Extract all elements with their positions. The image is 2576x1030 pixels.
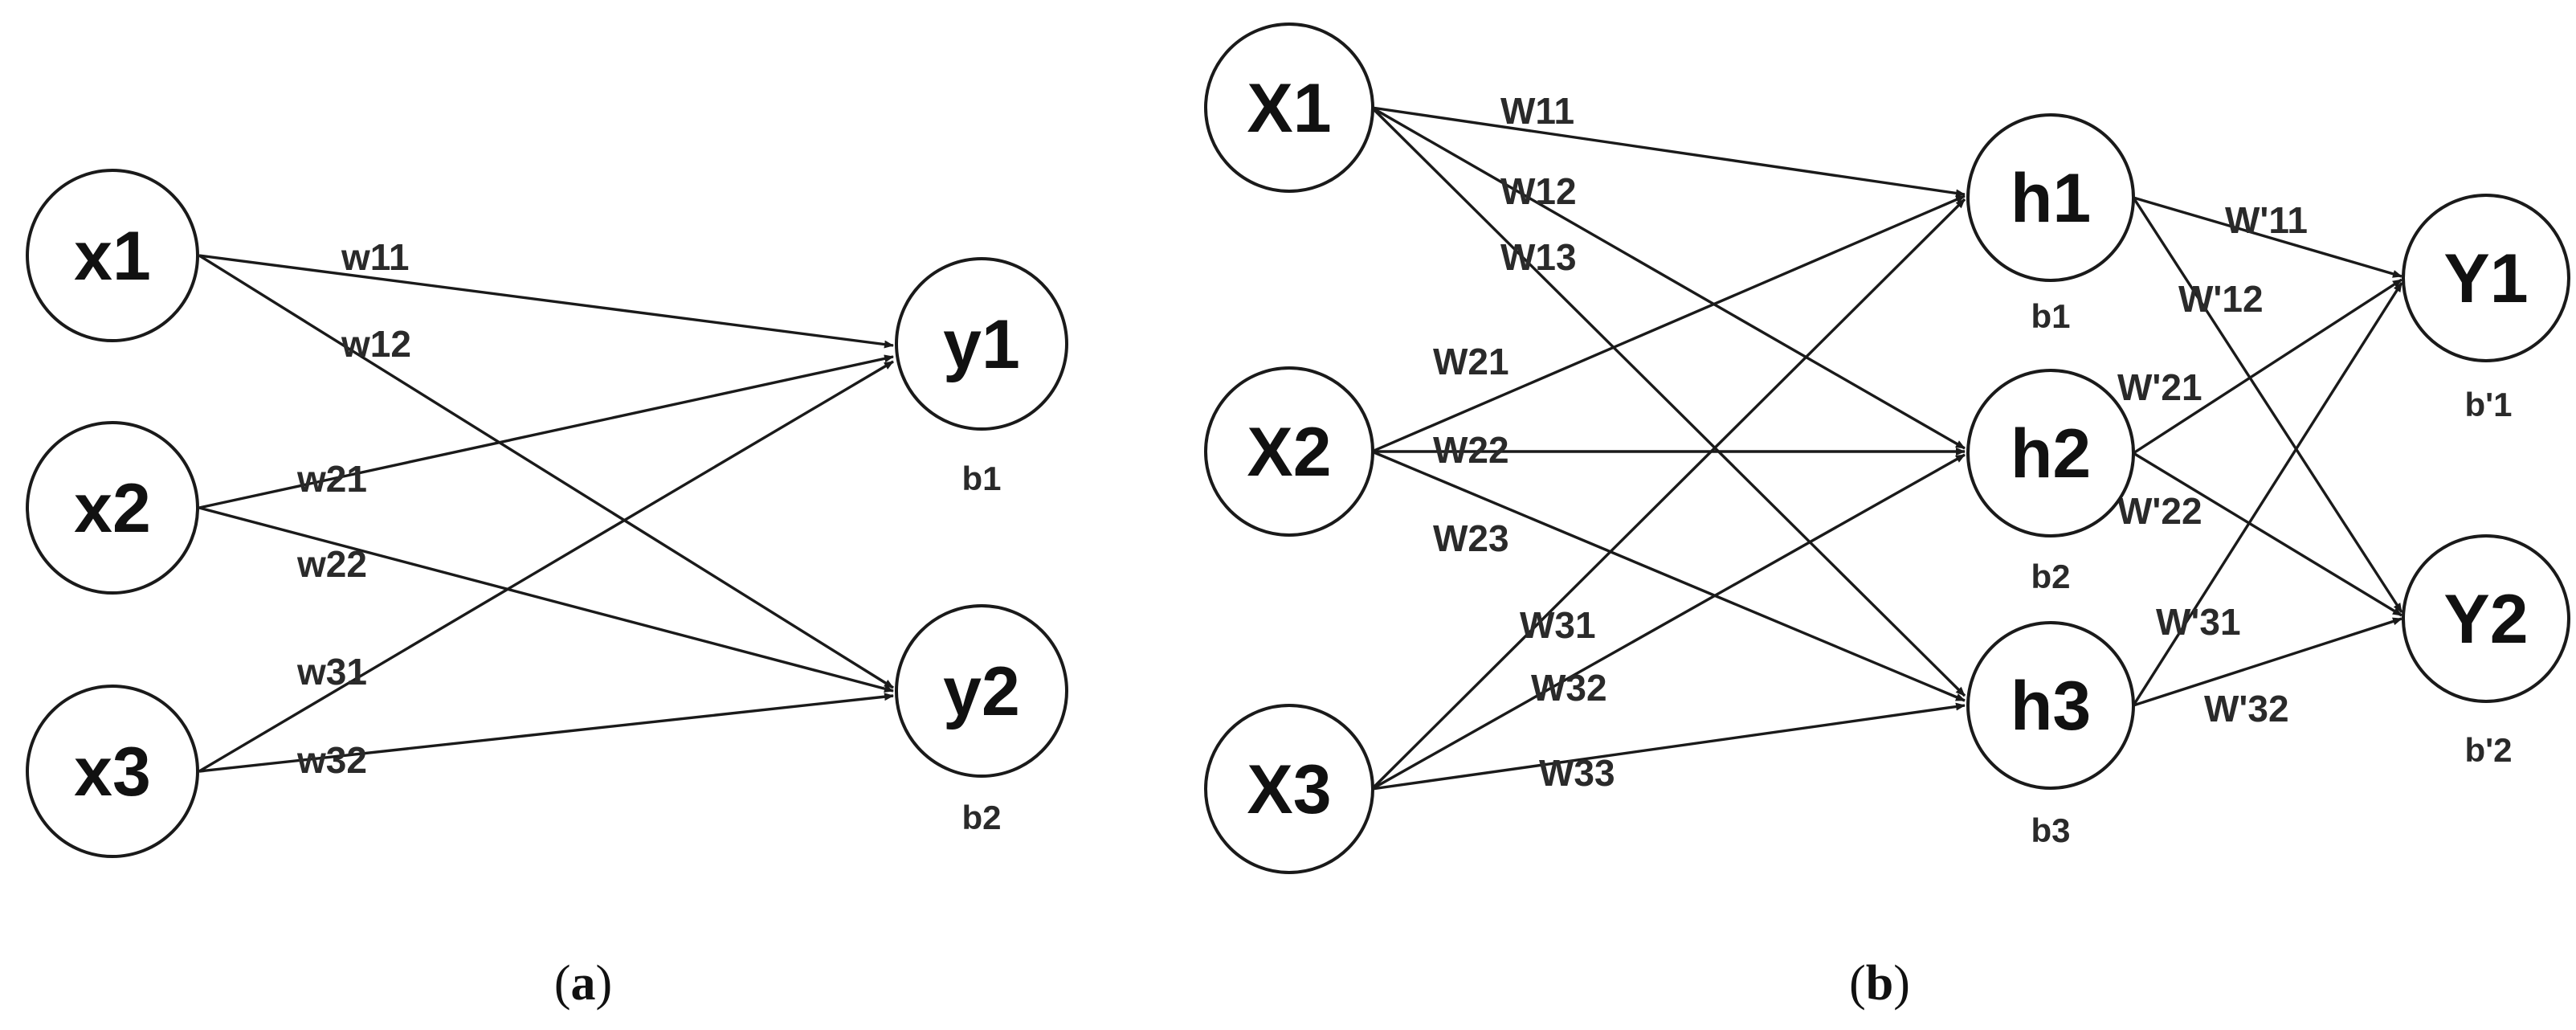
caption-a: (a) xyxy=(554,956,612,1011)
weight-label-W33: W33 xyxy=(1539,752,1615,794)
node-label-y1: y1 xyxy=(943,306,1020,383)
node-label-X3: X3 xyxy=(1247,751,1331,828)
weight-label-W-prime-21: W'21 xyxy=(2117,366,2202,408)
node-label-h1: h1 xyxy=(2011,160,2091,237)
weight-label-w22: w22 xyxy=(296,543,367,585)
node-x3: x3 xyxy=(26,685,199,858)
weight-label-W-prime-12: W'12 xyxy=(2178,278,2264,320)
weight-label-w11: w11 xyxy=(341,236,409,278)
bias-label-h2: b2 xyxy=(2031,558,2070,595)
bias-label-h1: b1 xyxy=(2031,297,2070,335)
weight-label-W32: W32 xyxy=(1531,667,1607,709)
edge-X3-h1 xyxy=(1370,198,1966,791)
node-X3: X3 xyxy=(1204,704,1374,874)
weight-label-W21: W21 xyxy=(1433,341,1509,382)
edge-X3-h2 xyxy=(1371,453,1966,791)
node-label-y2: y2 xyxy=(943,653,1020,730)
edge-X1-h1 xyxy=(1371,106,1966,198)
weight-label-w32: w32 xyxy=(296,739,367,781)
node-label-Y1: Y1 xyxy=(2443,240,2528,317)
node-label-x2: x2 xyxy=(74,470,151,547)
weight-label-W-prime-31: W'31 xyxy=(2156,601,2241,643)
edge-X1-h2 xyxy=(1371,106,1966,450)
node-y2: y2 xyxy=(895,604,1068,778)
edge-x3-y1 xyxy=(198,360,894,773)
node-h2: h2 xyxy=(1966,369,2135,537)
edge-X1-h3 xyxy=(1370,106,1966,697)
weight-label-W-prime-22: W'22 xyxy=(2117,490,2202,532)
weight-label-w21: w21 xyxy=(296,458,367,500)
weight-label-W22: W22 xyxy=(1433,429,1509,471)
node-label-x3: x3 xyxy=(74,734,151,811)
edge-X2-h3 xyxy=(1371,450,1966,702)
bias-label-Y2: b'2 xyxy=(2464,731,2512,769)
edge-x1-y1 xyxy=(198,254,894,349)
node-Y1: Y1 xyxy=(2402,194,2570,362)
edge-h1-Y1 xyxy=(2133,196,2402,278)
edge-h2-Y2 xyxy=(2133,452,2402,617)
caption-b: (b) xyxy=(1849,956,1910,1011)
edge-x3-y2 xyxy=(198,693,894,773)
node-x1: x1 xyxy=(26,169,199,342)
node-X2: X2 xyxy=(1204,366,1374,537)
node-label-h3: h3 xyxy=(2011,668,2091,745)
edge-X2-h1 xyxy=(1371,194,1966,453)
node-h3: h3 xyxy=(1966,621,2135,790)
node-label-h2: h2 xyxy=(2011,415,2091,493)
edge-h3-Y1 xyxy=(2132,282,2403,706)
weight-label-w12: w12 xyxy=(341,323,411,365)
weight-label-W31: W31 xyxy=(1520,604,1596,646)
weight-label-w31: w31 xyxy=(296,651,367,693)
node-y1: y1 xyxy=(895,257,1068,431)
weight-label-W11: W11 xyxy=(1500,90,1574,132)
weight-label-W23: W23 xyxy=(1433,517,1509,559)
weight-label-W-prime-11: W'11 xyxy=(2225,199,2308,241)
bias-label-h3: b3 xyxy=(2031,811,2070,849)
edge-h1-Y2 xyxy=(2132,197,2403,613)
weight-label-W12: W12 xyxy=(1500,170,1577,212)
weight-label-W13: W13 xyxy=(1500,236,1577,278)
node-x2: x2 xyxy=(26,421,199,595)
bias-label-y2: b2 xyxy=(961,799,1001,836)
node-label-Y2: Y2 xyxy=(2443,581,2528,658)
edge-X3-h3 xyxy=(1371,702,1966,791)
node-h1: h1 xyxy=(1966,113,2135,282)
edge-h3-Y2 xyxy=(2133,617,2402,707)
bias-label-Y1: b'1 xyxy=(2464,386,2512,423)
edge-x2-y2 xyxy=(198,506,894,693)
bias-label-y1: b1 xyxy=(961,460,1001,497)
edge-x1-y2 xyxy=(198,254,894,689)
node-Y2: Y2 xyxy=(2402,534,2570,703)
edge-x2-y1 xyxy=(198,354,894,509)
node-label-X1: X1 xyxy=(1247,70,1331,147)
weight-label-W-prime-32: W'32 xyxy=(2204,688,2289,730)
edge-h2-Y1 xyxy=(2133,278,2402,455)
node-label-x1: x1 xyxy=(74,218,151,295)
panel-a: w11 w12 w21 w22 w31 w32 x1 x2 x3 y1 y2 b… xyxy=(26,169,1068,1011)
node-X1: X1 xyxy=(1204,22,1374,193)
panel-b: W11 W12 W13 W21 W22 W23 W31 W32 W33 W'11… xyxy=(1204,22,2570,1011)
node-label-X2: X2 xyxy=(1247,414,1331,491)
